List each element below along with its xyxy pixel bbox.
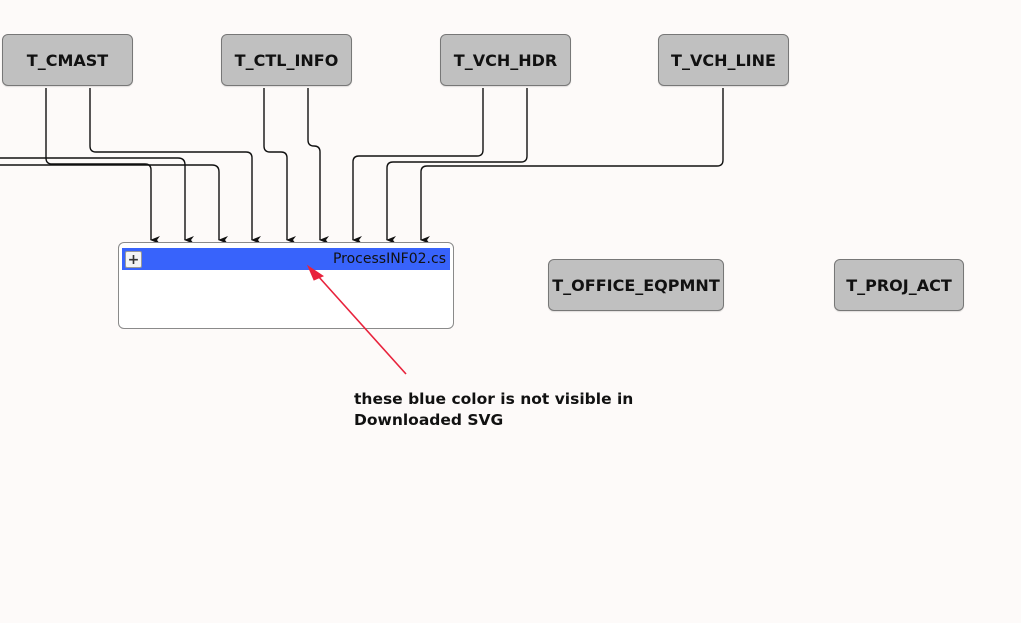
annotation-note: these blue color is not visible in Downl… (354, 389, 674, 431)
table-node-t-vch-hdr[interactable]: T_VCH_HDR (440, 34, 571, 86)
annotation-line-1: these blue color is not visible in (354, 390, 634, 408)
connector-offscreen-2 (0, 164, 228, 244)
connector-offscreen-1 (0, 157, 194, 244)
connector-cmast-2 (89, 88, 261, 244)
process-node[interactable]: + ProcessINF02.cs (118, 242, 454, 329)
connector-vch-line (420, 88, 724, 244)
expand-button[interactable]: + (125, 251, 142, 268)
connector-vch-hdr-2 (386, 88, 528, 244)
annotation-line-2: Downloaded SVG (354, 411, 504, 429)
table-node-t-vch-line[interactable]: T_VCH_LINE (658, 34, 789, 86)
table-node-t-cmast[interactable]: T_CMAST (2, 34, 133, 86)
table-node-t-ctl-info[interactable]: T_CTL_INFO (221, 34, 352, 86)
process-header: + ProcessINF02.cs (122, 248, 450, 270)
table-node-t-office-eqpmnt[interactable]: T_OFFICE_EQPMNT (548, 259, 724, 311)
connector-ctl-info-1 (263, 88, 296, 244)
connector-ctl-info-2 (307, 88, 329, 244)
table-node-t-proj-act[interactable]: T_PROJ_ACT (834, 259, 964, 311)
process-title: ProcessINF02.cs (332, 251, 446, 267)
connector-cmast-1 (45, 88, 160, 244)
connector-vch-hdr-1 (352, 88, 484, 244)
